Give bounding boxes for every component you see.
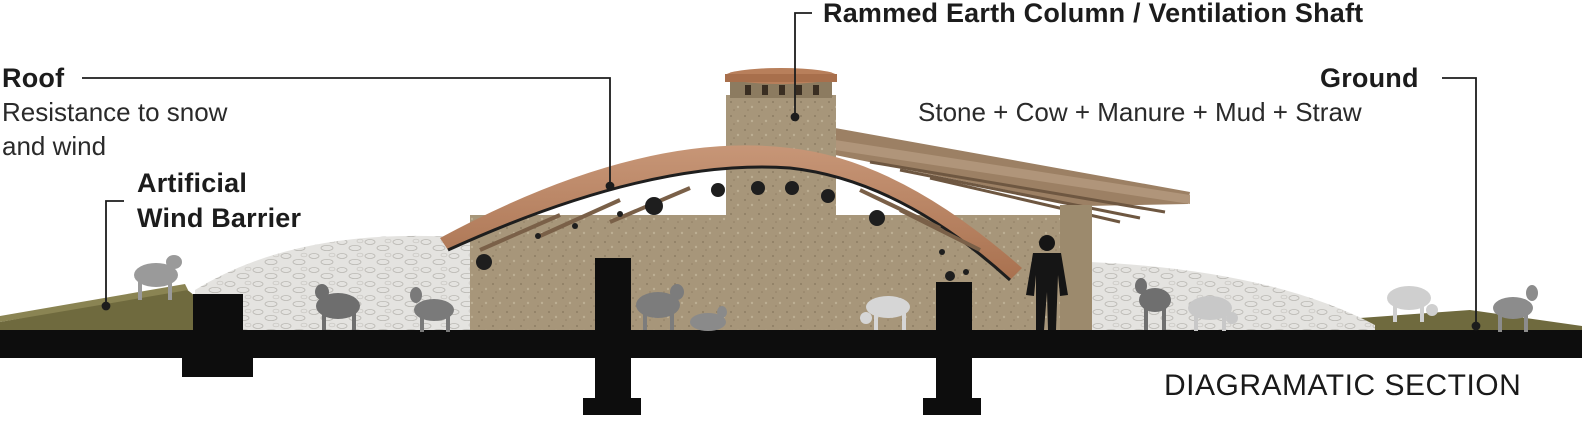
stone-wind-barrier xyxy=(195,235,1375,332)
person-silhouette xyxy=(1026,235,1068,330)
section-title: DIAGRAMATIC SECTION xyxy=(1164,369,1522,402)
animals xyxy=(134,235,1538,332)
sheep-lying xyxy=(690,306,727,331)
sheep-2 xyxy=(636,284,684,330)
column-title: Rammed Earth Column / Ventilation Shaft xyxy=(823,0,1364,28)
ground-desc: Stone + Cow + Manure + Mud + Straw xyxy=(918,97,1362,127)
roof-leader xyxy=(82,77,611,186)
barrier-line2: Wind Barrier xyxy=(137,203,302,233)
main-roof xyxy=(440,145,1022,282)
roof-title: Roof xyxy=(2,63,65,93)
barrier-line1: Artificial xyxy=(137,168,248,198)
barrier-leader xyxy=(105,200,124,306)
ground-title: Ground xyxy=(1320,63,1419,93)
sheep-3 xyxy=(1188,296,1238,331)
roof-desc-line1: Resistance to snow xyxy=(2,97,228,127)
ground-leader xyxy=(1442,77,1477,326)
column-leader xyxy=(794,12,812,117)
rear-roof xyxy=(835,128,1190,224)
rammed-earth-column xyxy=(725,68,837,330)
goat-right xyxy=(1493,285,1538,332)
sheep-right xyxy=(1387,286,1438,322)
goat-2 xyxy=(1135,278,1171,330)
sheep-1 xyxy=(315,284,360,330)
leader-lines xyxy=(82,12,1481,331)
goat-1 xyxy=(410,287,454,332)
sheep-left-slope xyxy=(134,255,182,300)
foundation-section xyxy=(0,258,1582,415)
sheep-grazing xyxy=(860,296,910,330)
roof-desc-line2: and wind xyxy=(2,131,107,161)
